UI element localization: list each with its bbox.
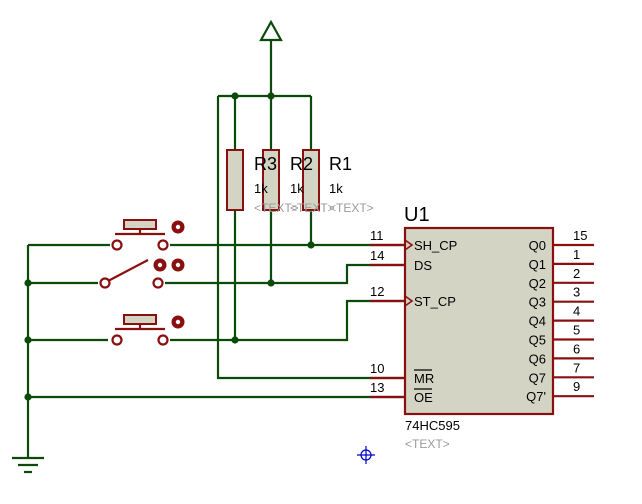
ic-pin-number: 1 [573,247,580,262]
resistor-r3-text: <TEXT> [254,201,299,215]
resistor-r1-text: <TEXT> [329,201,374,215]
power-terminal-icon[interactable] [259,19,283,42]
ic-pin-number: 3 [573,285,580,300]
ic-pin-number: 2 [573,266,580,281]
ic-pin-number: 15 [573,228,587,243]
resistor-r1-ref: R1 [329,154,352,174]
resistor-r2-text: <TEXT> [290,201,335,215]
ic-pin-number: 6 [573,341,580,356]
ic-pin-name: Q2 [529,276,546,291]
ic-pin-name: Q6 [529,351,546,366]
pushbutton-st-cp[interactable] [111,314,185,346]
ic-pin-name: Q1 [529,257,546,272]
resistor-r3[interactable] [226,149,244,211]
junctions [24,92,315,401]
ic-pin-number: 11 [370,228,384,243]
ic-pin-name: SH_CP [414,238,457,253]
ic-pin-name: MR [414,371,434,386]
ic-pin-number: 4 [573,304,580,319]
ic-pin-number: 14 [370,248,384,263]
ic-pin-number: 10 [370,361,384,376]
ic-text-placeholder: <TEXT> [405,437,450,451]
ic-pin-number: 9 [573,379,580,394]
toggle-switch-ds[interactable] [99,258,185,289]
ground-terminal-icon[interactable] [12,456,44,474]
ic-part-label: 74HC595 [405,418,460,433]
ic-pin-number: 5 [573,323,580,338]
ic-pin-name: Q7 [529,370,546,385]
resistor-r1[interactable] [302,149,320,211]
ic-pin-name: Q5 [529,333,546,348]
ic-pin-q7-prime[interactable]: 9Q7' [526,379,594,404]
resistor-r2-value: 1k [290,181,304,196]
ic-pin-q7[interactable]: 7Q7 [529,360,594,385]
resistor-r1-value: 1k [329,181,343,196]
ic-pin-number: 7 [573,360,580,375]
ic-pin-name: OE [414,390,433,405]
resistor-r3-ref: R3 [254,154,277,174]
ic-pin-name: Q3 [529,295,546,310]
resistor-r3-value: 1k [254,181,268,196]
ic-pin-q1[interactable]: 1Q1 [529,247,594,272]
origin-marker-icon [357,446,375,464]
wires [26,40,405,458]
resistor-r2-ref: R2 [290,154,313,174]
ic-pin-number: 13 [370,380,384,395]
ic-pin-number: 12 [370,284,384,299]
ic-pin-q6[interactable]: 6Q6 [529,341,594,366]
ic-pin-q4[interactable]: 4Q4 [529,304,594,329]
ic-pin-name: Q0 [529,238,546,253]
ic-pin-name: Q4 [529,314,546,329]
pushbutton-sh-cp[interactable] [111,219,185,251]
ic-pin-name: DS [414,258,432,273]
ic-pin-q2[interactable]: 2Q2 [529,266,594,291]
ic-ref-label: U1 [404,204,430,226]
resistor-r2[interactable] [262,149,280,211]
ic-pin-q5[interactable]: 5Q5 [529,323,594,348]
ic-pin-name: ST_CP [414,294,456,309]
ic-pin-name: Q7' [526,389,546,404]
ic-pin-q3[interactable]: 3Q3 [529,285,594,310]
